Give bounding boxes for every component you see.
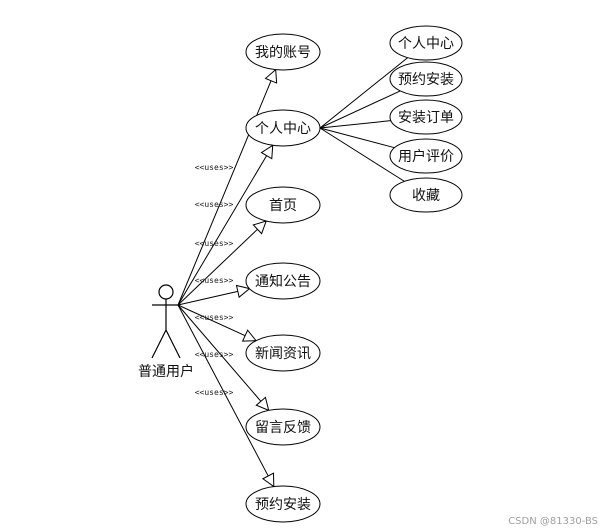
sub-use-case-label: 预约安装 xyxy=(398,72,454,88)
uses-edge xyxy=(177,304,262,402)
uses-stereotype-label: <<uses>> xyxy=(195,163,234,172)
uses-edge xyxy=(177,304,246,337)
uses-stereotype-label: <<uses>> xyxy=(195,239,234,248)
uses-arrowhead xyxy=(264,68,278,84)
sub-use-case-label: 收藏 xyxy=(412,188,440,204)
use-case-label: 留言反馈 xyxy=(255,420,311,436)
uses-arrowhead xyxy=(255,396,270,412)
use-case-ellipse[interactable] xyxy=(245,334,321,372)
actor-label: 普通用户 xyxy=(138,363,194,380)
use-case-ellipse[interactable] xyxy=(245,262,321,300)
sub-use-case-ellipse[interactable] xyxy=(389,25,463,61)
uses-stereotype-label: <<uses>> xyxy=(195,313,234,322)
actor-figure xyxy=(151,284,181,359)
uses-edge xyxy=(177,228,258,306)
uses-edge xyxy=(177,304,269,477)
uses-arrowhead xyxy=(252,220,267,235)
sub-use-case-ellipse[interactable] xyxy=(389,177,463,213)
nodes-layer: 我的账号个人中心首页通知公告新闻资讯留言反馈预约安装个人中心预约安装安装订单用户… xyxy=(245,25,463,523)
use-case-label: 个人中心 xyxy=(255,121,311,137)
actor-head xyxy=(158,284,174,300)
uses-arrowhead xyxy=(241,329,258,342)
uses-arrowhead xyxy=(260,144,274,160)
use-case-ellipse[interactable] xyxy=(245,485,321,523)
use-case-ellipse[interactable] xyxy=(245,33,321,71)
edges-layer: <<uses>> <<uses>> <<uses>> <<uses>> <<uses>>… xyxy=(177,57,409,488)
sub-use-case-label: 安装订单 xyxy=(398,110,454,126)
actor-right-leg xyxy=(165,329,181,359)
sub-use-case-ellipse[interactable] xyxy=(389,61,463,97)
sub-use-case-label: 用户评价 xyxy=(398,148,454,165)
sub-use-case-label: 个人中心 xyxy=(398,36,454,52)
sub-association-edge xyxy=(319,127,405,182)
uses-edge xyxy=(177,155,268,306)
uses-stereotype-label: <<uses>> xyxy=(195,276,234,285)
uses-stereotype-label: <<uses>> xyxy=(195,200,234,209)
uses-edge xyxy=(177,290,238,306)
use-case-ellipse[interactable] xyxy=(245,408,321,446)
uses-stereotype-label: <<uses>> xyxy=(195,388,234,397)
actor-left-leg xyxy=(151,329,167,359)
sub-association-edge xyxy=(319,90,401,129)
sub-use-case-ellipse[interactable] xyxy=(389,99,463,135)
uses-arrowhead xyxy=(235,284,251,299)
sub-association-edge xyxy=(319,120,391,129)
uses-stereotype-label: <<uses>> xyxy=(195,350,234,359)
sub-association-edge xyxy=(319,127,395,149)
sub-association-edge xyxy=(319,57,409,129)
sub-use-case-ellipse[interactable] xyxy=(389,138,463,174)
use-case-label: 我的账号 xyxy=(255,45,311,61)
use-case-label: 通知公告 xyxy=(255,273,311,290)
use-case-label: 新闻资讯 xyxy=(255,346,311,362)
use-case-label: 首页 xyxy=(269,198,297,214)
use-case-ellipse[interactable] xyxy=(245,186,321,224)
watermark: CSDN @81330-BS xyxy=(508,516,598,527)
uses-arrowhead xyxy=(261,472,275,488)
use-case-label: 预约安装 xyxy=(255,497,311,513)
use-case-ellipse[interactable] xyxy=(245,109,321,147)
